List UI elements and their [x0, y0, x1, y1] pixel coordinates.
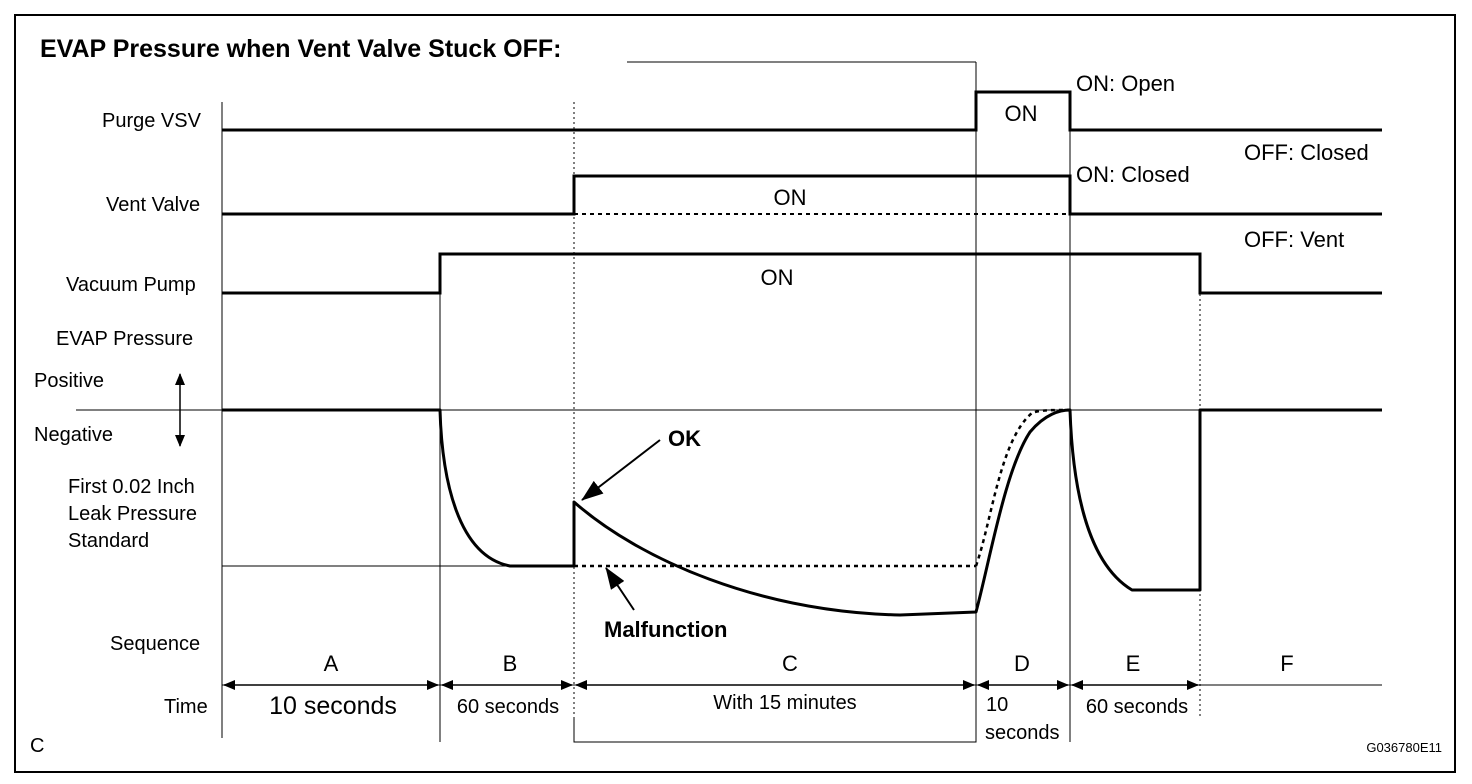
- malfunction-arrow: [605, 567, 635, 611]
- vent-valve-signal: [222, 174, 1382, 216]
- on-closed-note: ON: Closed: [1076, 162, 1190, 187]
- time-d-line1: 10: [986, 694, 1008, 716]
- sequence-d: D: [1014, 651, 1030, 676]
- sequence-e: E: [1126, 651, 1141, 676]
- purge-vsv-label: Purge VSV: [102, 110, 202, 132]
- off-closed-note: OFF: Closed: [1244, 140, 1369, 165]
- on-open-note: ON: Open: [1076, 71, 1175, 96]
- sequence-letters: A B C D E F: [324, 651, 1294, 676]
- purge-on-label: ON: [1005, 101, 1038, 126]
- ok-annotation: OK: [668, 426, 701, 451]
- leak-standard-label-1: First 0.02 Inch: [68, 476, 195, 498]
- leak-standard-label-2: Leak Pressure: [68, 503, 197, 525]
- vacuum-pump-label: Vacuum Pump: [66, 274, 196, 296]
- vent-valve-label: Vent Valve: [106, 194, 200, 216]
- corner-letter: C: [30, 735, 44, 757]
- evap-pressure-label: EVAP Pressure: [56, 328, 193, 350]
- phase-c-bracket: [573, 718, 977, 743]
- negative-label: Negative: [34, 424, 113, 446]
- figure-code: G036780E11: [1366, 740, 1442, 755]
- phase-guides-dotted: [573, 102, 1201, 740]
- purge-vsv-signal: [222, 90, 1382, 132]
- vacuum-pump-signal: [222, 252, 1382, 295]
- leak-standard-label-3: Standard: [68, 530, 149, 552]
- diagram-title: EVAP Pressure when Vent Valve Stuck OFF:: [40, 35, 562, 63]
- ok-arrow: [581, 439, 661, 501]
- positive-label: Positive: [34, 370, 104, 392]
- pump-on-label: ON: [761, 265, 794, 290]
- sequence-b: B: [503, 651, 518, 676]
- sequence-a: A: [324, 651, 339, 676]
- sequence-f: F: [1280, 651, 1293, 676]
- off-vent-note: OFF: Vent: [1244, 227, 1344, 252]
- sequence-label: Sequence: [110, 633, 200, 655]
- time-a: 10 seconds: [269, 692, 397, 720]
- sequence-c: C: [782, 651, 798, 676]
- vent-on-label: ON: [774, 185, 807, 210]
- malfunction-annotation: Malfunction: [604, 617, 727, 642]
- time-c: With 15 minutes: [713, 692, 856, 714]
- time-e: 60 seconds: [1086, 696, 1188, 718]
- time-label: Time: [164, 696, 208, 718]
- malfunction-dashed-recovery: [974, 408, 1071, 567]
- time-b: 60 seconds: [457, 696, 559, 718]
- evap-pressure-curve: [222, 408, 1382, 617]
- time-d-line2: seconds: [985, 722, 1060, 744]
- outer-frame: [14, 14, 1456, 773]
